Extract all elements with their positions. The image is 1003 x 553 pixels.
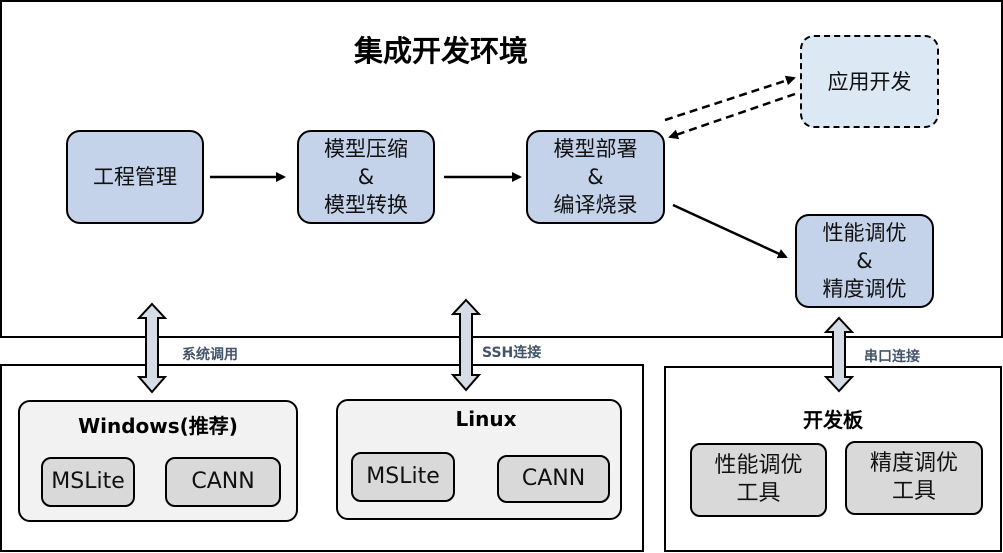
chip-label: MSLite xyxy=(366,464,440,489)
arrow-deploy-to-appdev xyxy=(664,75,796,122)
chip-label: 性能调优 xyxy=(714,453,803,478)
arrow-deploy-to-tuning xyxy=(672,203,788,259)
link-label-serial: 串口连接 xyxy=(864,349,920,365)
node-label: & xyxy=(856,249,873,273)
windows-chip-cann[interactable]: CANN xyxy=(165,457,281,507)
node-label: 工程管理 xyxy=(93,165,177,189)
board-title: 开发板 xyxy=(803,408,863,432)
node-app-dev[interactable]: 应用开发 xyxy=(800,35,939,128)
chip-label: CANN xyxy=(521,466,586,491)
node-label: & xyxy=(357,165,375,189)
node-tuning[interactable]: 性能调优 & 精度调优 xyxy=(795,214,934,308)
chip-label: MSLite xyxy=(51,469,125,494)
node-label: 模型转换 xyxy=(324,193,408,217)
chip-label: 工具 xyxy=(891,479,936,504)
linux-chip-cann[interactable]: CANN xyxy=(497,455,610,503)
board-chip-accuracy-tool[interactable]: 精度调优 工具 xyxy=(845,441,983,515)
double-arrow-serial xyxy=(823,316,855,393)
node-label: & xyxy=(587,165,604,189)
linux-title: Linux xyxy=(455,407,517,431)
node-project-management[interactable]: 工程管理 xyxy=(66,130,204,224)
ide-title: 集成开发环境 xyxy=(354,34,529,68)
node-label: 模型部署 xyxy=(553,137,638,161)
chip-label: 工具 xyxy=(736,481,781,506)
chip-label: 精度调优 xyxy=(869,451,958,476)
node-label: 编译烧录 xyxy=(553,193,638,217)
node-label: 性能调优 xyxy=(822,221,907,245)
chip-label: CANN xyxy=(191,469,255,494)
windows-chip-mslite[interactable]: MSLite xyxy=(41,457,135,507)
windows-title: Windows(推荐) xyxy=(78,414,238,438)
linux-chip-mslite[interactable]: MSLite xyxy=(351,452,455,502)
node-model-compress[interactable]: 模型压缩 & 模型转换 xyxy=(297,130,435,224)
node-model-deploy[interactable]: 模型部署 & 编译烧录 xyxy=(526,130,665,224)
double-arrow-syscall xyxy=(136,302,168,394)
board-chip-perf-tool[interactable]: 性能调优 工具 xyxy=(690,443,827,517)
node-label: 精度调优 xyxy=(822,277,907,301)
double-arrow-ssh xyxy=(450,298,482,392)
node-label: 模型压缩 xyxy=(324,137,408,161)
link-label-ssh: SSH连接 xyxy=(482,345,542,361)
link-label-syscall: 系统调用 xyxy=(182,347,238,363)
node-label: 应用开发 xyxy=(827,69,912,94)
arrow-appdev-to-deploy xyxy=(668,92,796,140)
